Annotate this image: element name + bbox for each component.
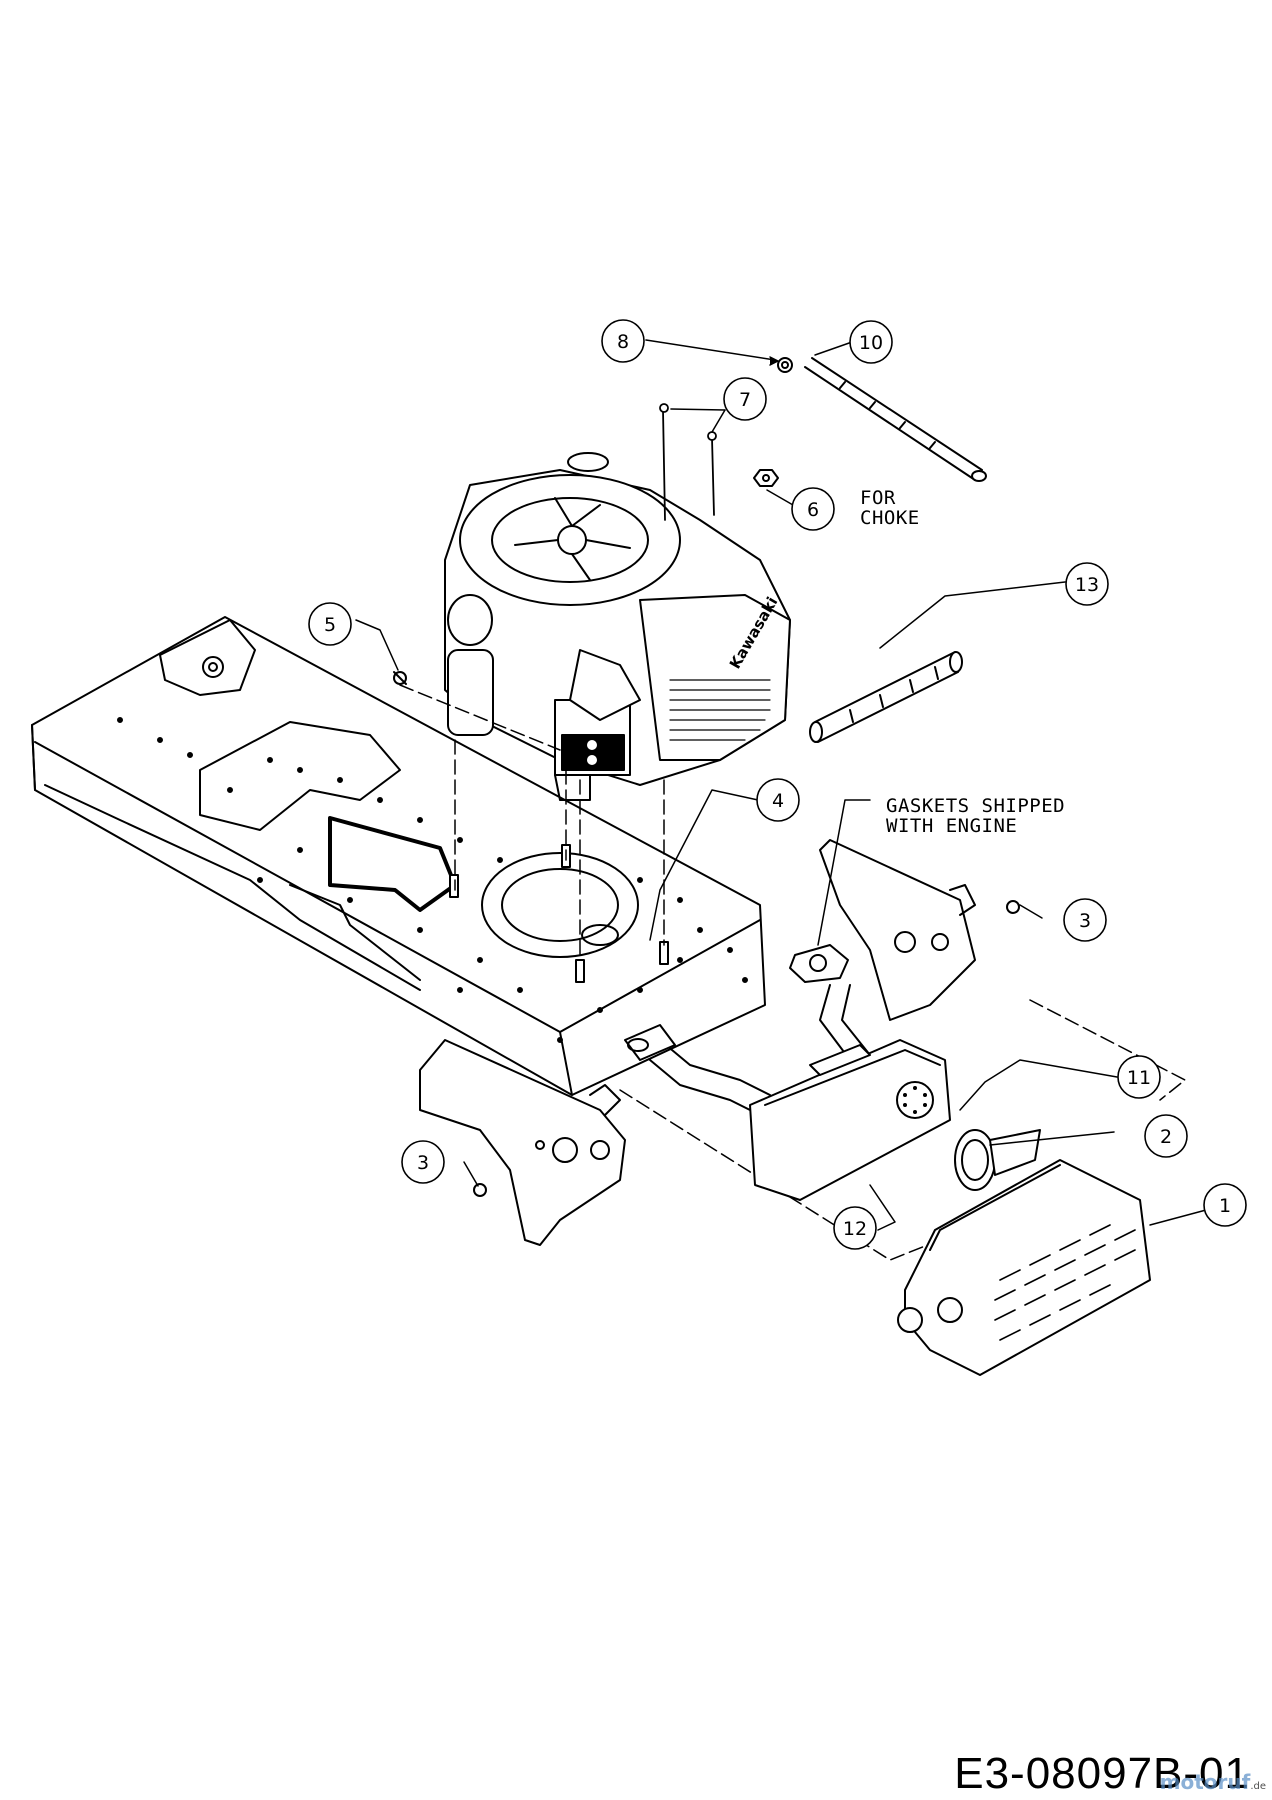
watermark-name: motoruf [1159, 1770, 1251, 1794]
hose-13 [809, 651, 963, 743]
callout-label: 7 [739, 389, 751, 411]
callout-label: 12 [843, 1218, 867, 1240]
muffler-12 [749, 1039, 951, 1201]
chassis-frame [31, 616, 766, 1096]
callout-label: 3 [417, 1152, 429, 1174]
exhaust-pipes [624, 984, 886, 1116]
callout-label: 4 [772, 790, 784, 812]
callout-label: 2 [1160, 1126, 1172, 1148]
screw-3-left [473, 1183, 487, 1197]
diagram-code: E3-08097B-01 [954, 1749, 1250, 1798]
callout-label: 10 [859, 332, 883, 354]
left-exhaust-bracket [419, 1039, 626, 1246]
deflector-2 [954, 1129, 1041, 1191]
note-gaskets-shipped: GASKETS SHIPPED WITH ENGINE [886, 795, 1066, 837]
mounting-centerlines [399, 684, 1186, 1261]
clip-8 [777, 357, 793, 373]
screw-3-right [1006, 900, 1020, 914]
leader-lines [355, 339, 1222, 1231]
heat-shield-1 [897, 1159, 1151, 1376]
callout-label: 6 [807, 499, 819, 521]
callout-circles [308, 319, 1247, 1250]
watermark-tld: .de [1250, 1781, 1266, 1792]
callout-label: 5 [324, 614, 336, 636]
engine: Kawasaki [444, 452, 791, 801]
callout-labels: 8 10 7 6 13 5 4 3 11 2 1 12 3 [324, 331, 1231, 1240]
hose-10 [804, 357, 987, 482]
callout-label: 8 [617, 331, 629, 353]
right-exhaust-bracket [819, 839, 976, 1021]
nut-6 [753, 469, 779, 487]
bolt-5 [393, 671, 407, 685]
note-for-choke: FOR CHOKE [860, 487, 920, 529]
callout-label: 13 [1075, 574, 1099, 596]
callout-label: 3 [1079, 910, 1091, 932]
callout-label: 11 [1127, 1067, 1151, 1089]
callout-label: 1 [1219, 1195, 1231, 1217]
exhaust-gasket [789, 944, 849, 983]
watermark-logo: motoruf.de [1160, 1770, 1266, 1794]
